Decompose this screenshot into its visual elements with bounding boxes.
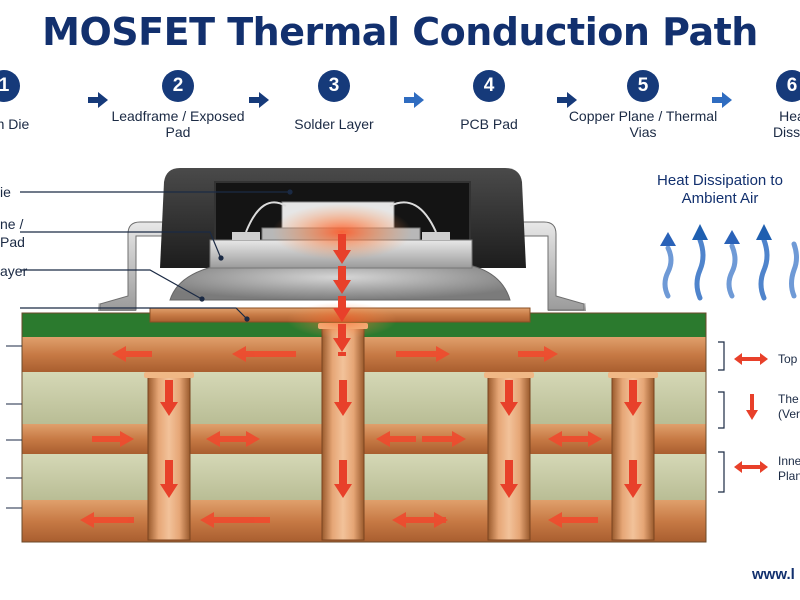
arrow-right-icon xyxy=(712,92,732,108)
gull-wing-lead-right xyxy=(511,221,585,311)
step-3: 3 Solder Layer xyxy=(259,70,409,140)
step-label: Copper Plane / Thermal Vias xyxy=(568,108,718,140)
legend-label: Inne Plan xyxy=(778,454,800,483)
callout-leadframe: ne / xyxy=(0,216,24,232)
step-number: 2 xyxy=(162,70,194,102)
arrow-right-icon xyxy=(249,92,269,108)
lateral-spread-arrows xyxy=(80,346,602,528)
step-4: 4 PCB Pad xyxy=(414,70,564,140)
callout-lines xyxy=(20,189,293,322)
step-label: Hea Dissip xyxy=(772,108,800,140)
step-label: icon Die xyxy=(0,116,30,132)
legend-label: Top xyxy=(778,352,798,366)
callout-silicon-die: ie xyxy=(0,184,11,200)
arrow-right-icon xyxy=(88,92,108,108)
callout-exposed-pad: Pad xyxy=(0,234,25,250)
ambient-air-arrows xyxy=(660,224,799,301)
legend-brackets xyxy=(718,341,725,493)
down-arrow-icon xyxy=(746,394,758,420)
step-2: 2 Leadframe / Exposed Pad xyxy=(103,70,253,140)
step-number: 4 xyxy=(473,70,505,102)
thermal-via xyxy=(321,325,365,541)
double-arrow-icon xyxy=(734,461,768,473)
step-6: 6 Hea Dissip xyxy=(762,70,800,140)
step-number: 3 xyxy=(318,70,350,102)
step-number: 1 xyxy=(0,70,20,102)
layer-tick-marks xyxy=(6,345,22,509)
arrow-right-icon xyxy=(557,92,577,108)
via-heat-arrows xyxy=(160,380,642,498)
step-5: 5 Copper Plane / Thermal Vias xyxy=(568,70,718,140)
double-arrow-icon xyxy=(734,353,768,365)
legend-label: The (Ver xyxy=(778,392,800,421)
step-1: 1 icon Die xyxy=(0,70,79,140)
heat-dissipation-label: Heat Dissipation to Ambient Air xyxy=(657,172,783,207)
heat-flow-arrows xyxy=(333,234,351,356)
arrow-right-icon xyxy=(404,92,424,108)
callout-solder-layer: ayer xyxy=(0,263,28,279)
footer-url: www.l xyxy=(752,566,795,583)
heat-glow xyxy=(272,204,412,260)
step-number: 5 xyxy=(627,70,659,102)
step-label: Leadframe / Exposed Pad xyxy=(111,108,245,140)
step-label: PCB Pad xyxy=(460,116,518,132)
step-label: Solder Layer xyxy=(294,116,374,132)
step-number: 6 xyxy=(776,70,800,102)
page-title: MOSFET Thermal Conduction Path xyxy=(42,10,758,54)
gull-wing-lead-left xyxy=(99,221,173,311)
